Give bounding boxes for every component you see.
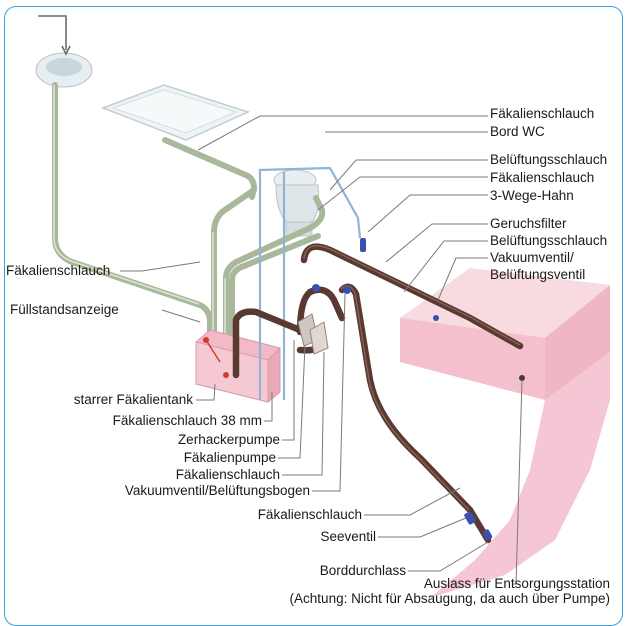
installation-drawing <box>35 15 610 598</box>
label-faekalienschlauch-left: Fäkalienschlauch <box>6 263 111 278</box>
label-vakuumventil-2: Belüftungsventil <box>490 267 586 282</box>
label-bord-wc: Bord WC <box>490 124 545 139</box>
diagram-stage: Fäkalienschlauch Bord WC Belüftungsschla… <box>4 6 623 626</box>
label-vakuum-bogen: Vakuumventil/Belüftungsbogen <box>124 483 310 498</box>
valves <box>312 238 525 541</box>
leader-lines <box>120 115 523 585</box>
label-belueftungsschlauch-1: Belüftungsschlauch <box>490 152 608 167</box>
label-faekalienschlauch-top: Fäkalienschlauch <box>490 106 595 121</box>
label-vakuumventil-1: Vakuumventil/ <box>490 250 574 265</box>
label-schlauch-38: Fäkalienschlauch 38 mm <box>112 413 262 428</box>
label-zerhackerpumpe: Zerhackerpumpe <box>177 432 280 447</box>
shower-tray <box>100 84 251 141</box>
label-faekalienschlauch-2: Fäkalienschlauch <box>490 170 595 185</box>
label-faekalienschlauch-4: Fäkalienschlauch <box>257 507 362 522</box>
label-auslass-2: (Achtung: Nicht für Absaugung, da auch ü… <box>289 591 610 606</box>
label-belueftungsschlauch-2: Belüftungsschlauch <box>490 233 608 248</box>
label-geruchsfilter: Geruchsfilter <box>490 216 567 231</box>
label-auslass-1: Auslass für Entsorgungsstation <box>423 576 610 591</box>
wash-basin <box>35 15 93 88</box>
label-starrer-tank: starrer Fäkalientank <box>73 392 193 407</box>
label-3-wege-hahn: 3-Wege-Hahn <box>490 188 574 203</box>
green-hose-highlights <box>53 85 226 335</box>
label-borddurchlass: Borddurchlass <box>319 563 406 578</box>
waste-hose-highlights <box>303 245 521 511</box>
pumps <box>297 313 329 355</box>
label-fuellstandsanzeige: Füllstandsanzeige <box>10 302 119 317</box>
label-faekalienpumpe: Fäkalienpumpe <box>183 450 276 465</box>
label-seeventil: Seeventil <box>320 529 376 544</box>
vent-hoses <box>258 166 362 400</box>
label-faekalienschlauch-3: Fäkalienschlauch <box>175 467 280 482</box>
hull-section <box>400 268 610 598</box>
